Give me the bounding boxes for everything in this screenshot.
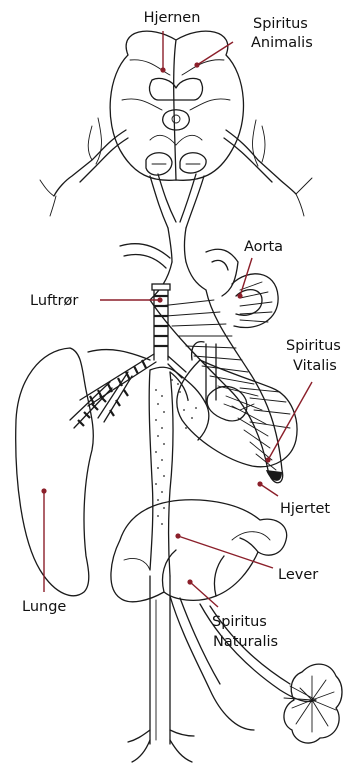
label-spiritus-vitalis-line2: Vitalis	[293, 358, 337, 374]
label-hjertet: Hjertet	[280, 501, 330, 517]
carotid-vessels	[150, 174, 204, 262]
label-hjernen: Hjernen	[144, 10, 201, 26]
liver-drawing	[111, 500, 287, 602]
label-spiritus-naturalis-line2: Naturalis	[213, 634, 278, 650]
label-aorta: Aorta	[244, 239, 283, 255]
labels: Hjernen Spiritus Animalis Aorta Luftrør …	[22, 10, 341, 650]
label-luftror: Luftrør	[30, 293, 78, 309]
label-spiritus-naturalis-line1: Spiritus	[212, 614, 267, 630]
label-spiritus-animalis-line1: Spiritus	[253, 16, 308, 32]
label-lever: Lever	[278, 567, 318, 583]
intestine-drawing	[284, 664, 342, 743]
leader-lines	[41, 31, 312, 607]
label-lunge: Lunge	[22, 599, 66, 615]
portal-veins	[128, 576, 316, 762]
brain-drawing	[110, 31, 243, 180]
trachea-drawing	[70, 284, 186, 428]
label-spiritus-vitalis-line1: Spiritus	[286, 338, 341, 354]
label-spiritus-animalis-line2: Animalis	[251, 35, 313, 51]
vena-cava-drawing	[149, 342, 209, 576]
